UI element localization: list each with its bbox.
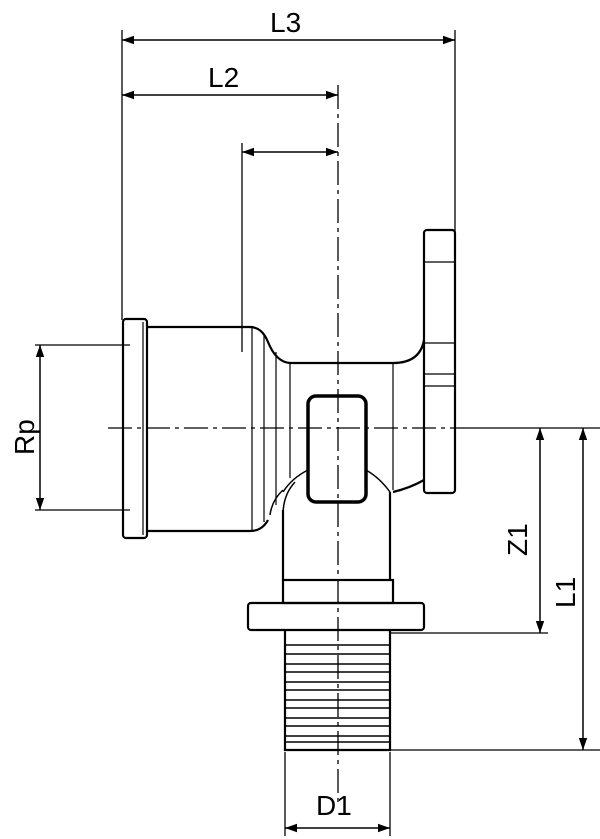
label-rp: Rp [9,419,40,455]
barb-ribs [285,644,390,743]
dimension-lines [35,35,588,833]
valve-body [306,394,368,504]
label-l2: L2 [208,62,239,93]
label-l3: L3 [270,7,301,38]
label-l1: L1 [550,577,581,608]
label-z1: Z1 [502,523,533,556]
fitting-body [121,228,457,752]
label-d1: D1 [316,790,352,821]
center-lines [108,85,455,805]
threaded-socket-flange [121,317,149,540]
mounting-bracket-plate [422,228,457,495]
bottom-flange [246,601,426,632]
threaded-socket [147,325,426,365]
extension-lines [35,30,600,836]
elbow-neck [281,492,392,580]
